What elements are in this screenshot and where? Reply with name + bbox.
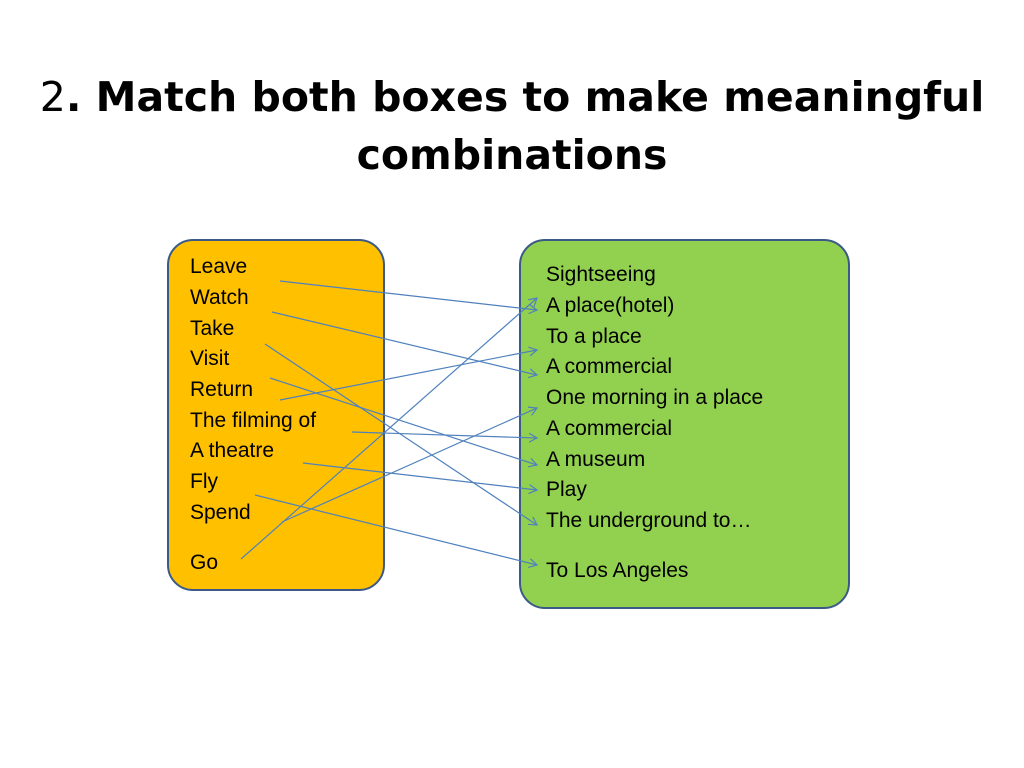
left-item-take: Take [190,317,235,340]
right-item-hotel: A place(hotel) [546,294,675,317]
arrow-return-to-place [279,350,537,401]
arrow-visit-museum [269,377,537,465]
right-item-to-a-place: To a place [546,325,642,348]
slide-title: 2. Match both boxes to make meaningful c… [0,68,1024,184]
arrow-spend-morning [281,408,537,523]
left-item-leave: Leave [190,255,248,278]
left-item-spend: Spend [190,501,251,524]
title-text: . Match both boxes to make meaningful co… [65,73,985,179]
left-item-filming: The filming of [190,409,317,432]
arrow-leave-hotel [279,280,537,310]
right-item-museum: A museum [546,448,646,471]
left-item-go: Go [190,551,219,574]
right-box [519,239,850,609]
arrow-filming-commercial [351,431,537,438]
arrow-theatre-play [302,462,537,490]
title-number: 2 [39,73,66,121]
right-item-sightseeing: Sightseeing [546,263,656,286]
arrow-watch-commercial [271,311,537,375]
left-item-visit: Visit [190,347,230,370]
right-item-commercial-2: A commercial [546,417,673,440]
left-item-return: Return [190,378,254,401]
arrow-take-underground [264,343,537,525]
right-item-underground: The underground to… [546,509,752,532]
left-item-theatre: A theatre [190,439,275,462]
left-item-fly: Fly [190,470,218,493]
right-item-los-angeles: To Los Angeles [546,559,689,582]
right-item-commercial-1: A commercial [546,355,673,378]
right-item-play: Play [546,478,587,501]
right-item-one-morning: One morning in a place [546,386,764,409]
arrow-fly-los-angeles [254,494,537,565]
left-item-watch: Watch [190,286,249,309]
arrow-go-sightseeing [240,298,537,560]
